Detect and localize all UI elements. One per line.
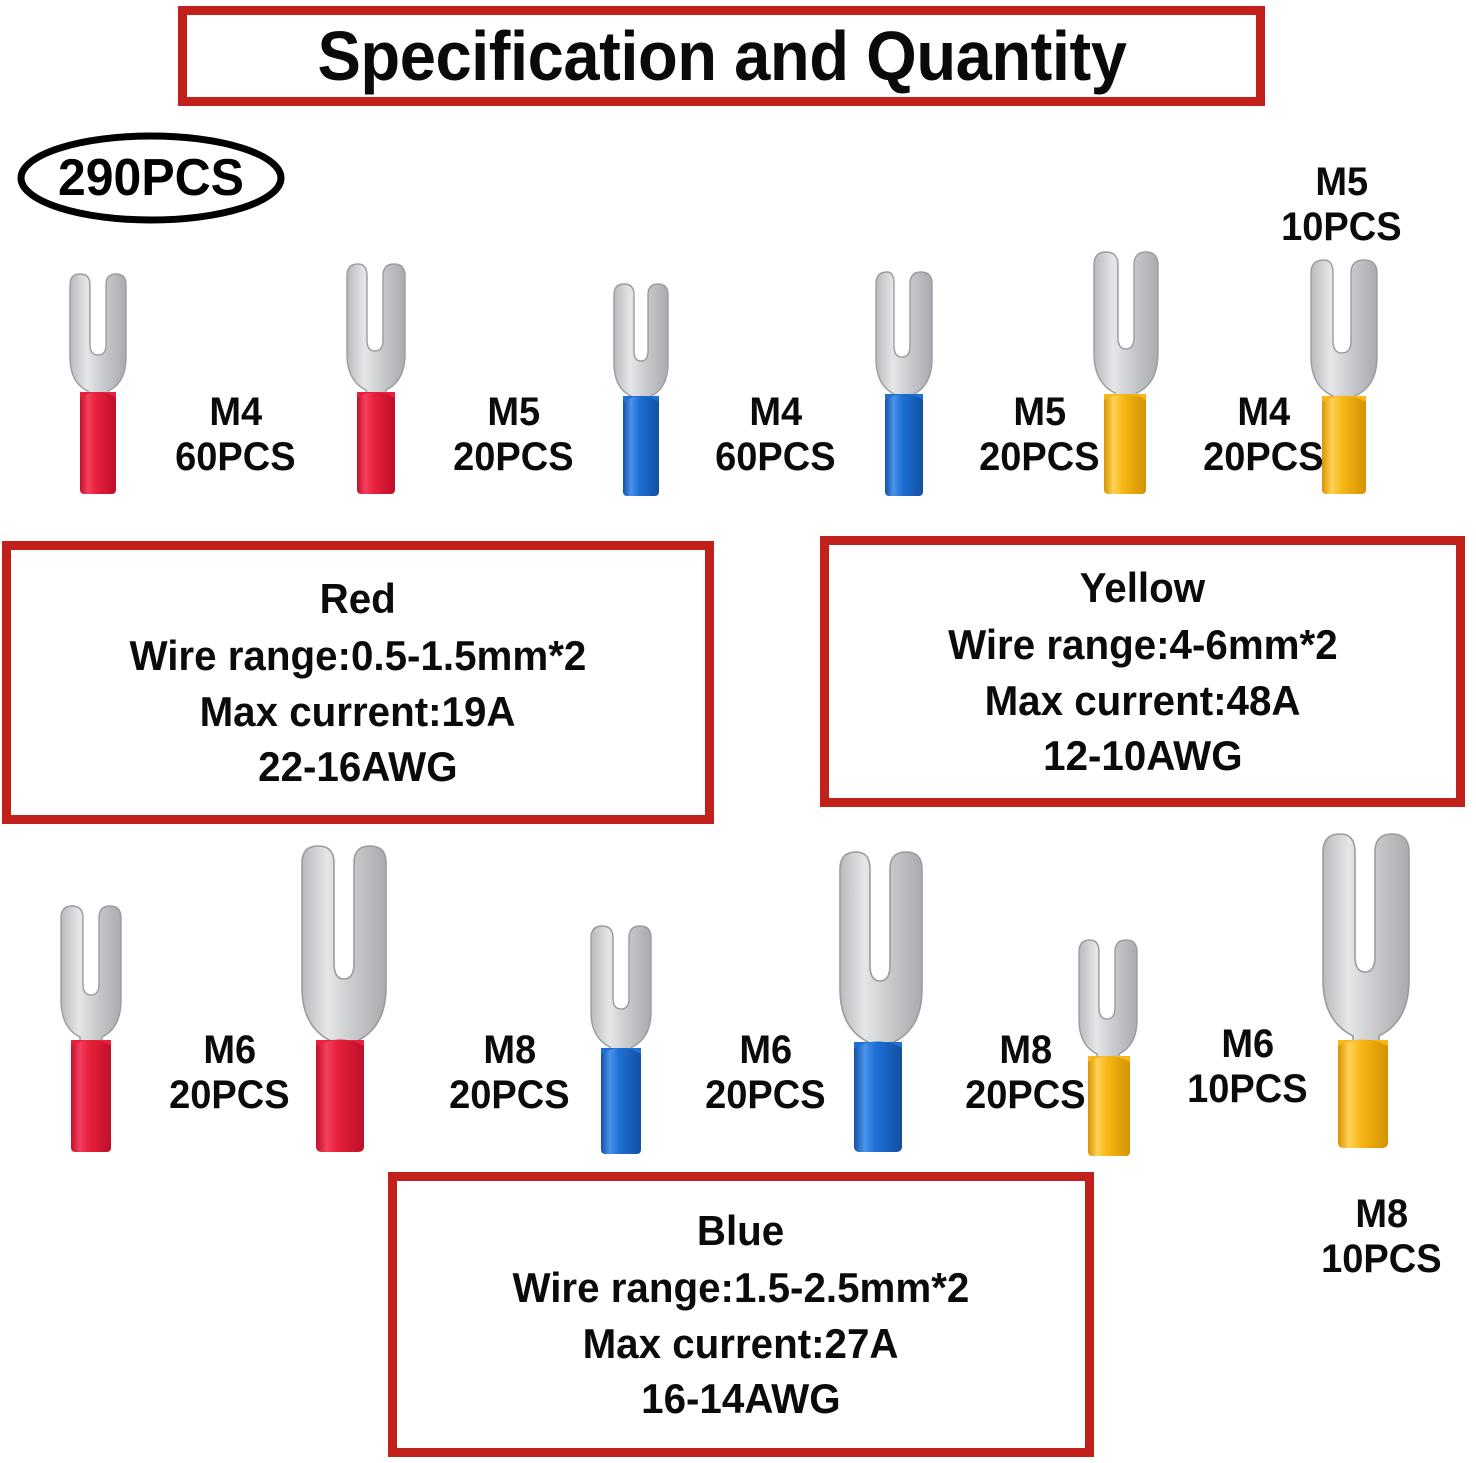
terminal-blue-m4 bbox=[598, 278, 686, 502]
label-red-m4: M4 60PCS bbox=[175, 390, 296, 479]
terminal-yellow-m8 bbox=[1292, 828, 1438, 1154]
spec-box-red: Red Wire range:0.5-1.5mm*2 Max current:1… bbox=[2, 541, 714, 824]
total-quantity-badge: 290PCS bbox=[16, 131, 286, 225]
label-red-m5: M5 20PCS bbox=[453, 390, 574, 479]
spec-red-max-current: Max current:19A bbox=[200, 687, 516, 735]
label-yellow-m6: M6 10PCS bbox=[1187, 1022, 1308, 1111]
label-blue-m4: M4 60PCS bbox=[715, 390, 836, 479]
label-red-m8: M8 20PCS bbox=[449, 1028, 570, 1117]
spec-red-awg: 22-16AWG bbox=[258, 742, 458, 790]
spec-blue-wire-range: Wire range:1.5-2.5mm*2 bbox=[512, 1264, 970, 1312]
terminal-red-m4 bbox=[52, 268, 144, 500]
label-yellow-m5: M5 10PCS bbox=[1281, 160, 1402, 249]
label-red-m6: M6 20PCS bbox=[169, 1028, 290, 1117]
spec-blue-awg: 16-14AWG bbox=[641, 1374, 841, 1422]
spec-blue-max-current: Max current:27A bbox=[583, 1319, 899, 1367]
terminal-red-m6 bbox=[44, 900, 140, 1156]
spec-red-color: Red bbox=[319, 574, 397, 622]
label-blue-m5: M5 20PCS bbox=[979, 390, 1100, 479]
ellipse-icon bbox=[17, 132, 285, 224]
spec-box-yellow: Yellow Wire range:4-6mm*2 Max current:48… bbox=[820, 536, 1465, 807]
title-banner: Specification and Quantity bbox=[178, 6, 1265, 106]
spec-yellow-wire-range: Wire range:4-6mm*2 bbox=[947, 621, 1338, 669]
terminal-blue-m5 bbox=[858, 266, 952, 502]
label-blue-m6: M6 20PCS bbox=[705, 1028, 826, 1117]
terminal-red-m8 bbox=[272, 840, 414, 1156]
terminal-blue-m8 bbox=[812, 846, 950, 1156]
terminal-blue-m6 bbox=[574, 920, 670, 1158]
spec-blue-color: Blue bbox=[697, 1206, 785, 1254]
label-yellow-m4: M4 20PCS bbox=[1203, 390, 1324, 479]
spec-red-wire-range: Wire range:0.5-1.5mm*2 bbox=[129, 632, 587, 680]
terminal-yellow-m4 bbox=[1076, 246, 1176, 500]
terminal-yellow-m6 bbox=[1062, 934, 1154, 1160]
spec-yellow-awg: 12-10AWG bbox=[1042, 731, 1243, 779]
label-yellow-m8: M8 10PCS bbox=[1321, 1192, 1442, 1281]
terminal-red-m5 bbox=[328, 258, 424, 500]
spec-box-blue: Blue Wire range:1.5-2.5mm*2 Max current:… bbox=[388, 1172, 1094, 1457]
label-blue-m8: M8 20PCS bbox=[965, 1028, 1086, 1117]
spec-yellow-max-current: Max current:48A bbox=[984, 676, 1301, 724]
terminal-yellow-m5 bbox=[1292, 254, 1396, 500]
total-quantity-label: 290PCS bbox=[58, 149, 244, 207]
page-title: Specification and Quantity bbox=[316, 17, 1127, 95]
spec-yellow-color: Yellow bbox=[1079, 563, 1206, 611]
